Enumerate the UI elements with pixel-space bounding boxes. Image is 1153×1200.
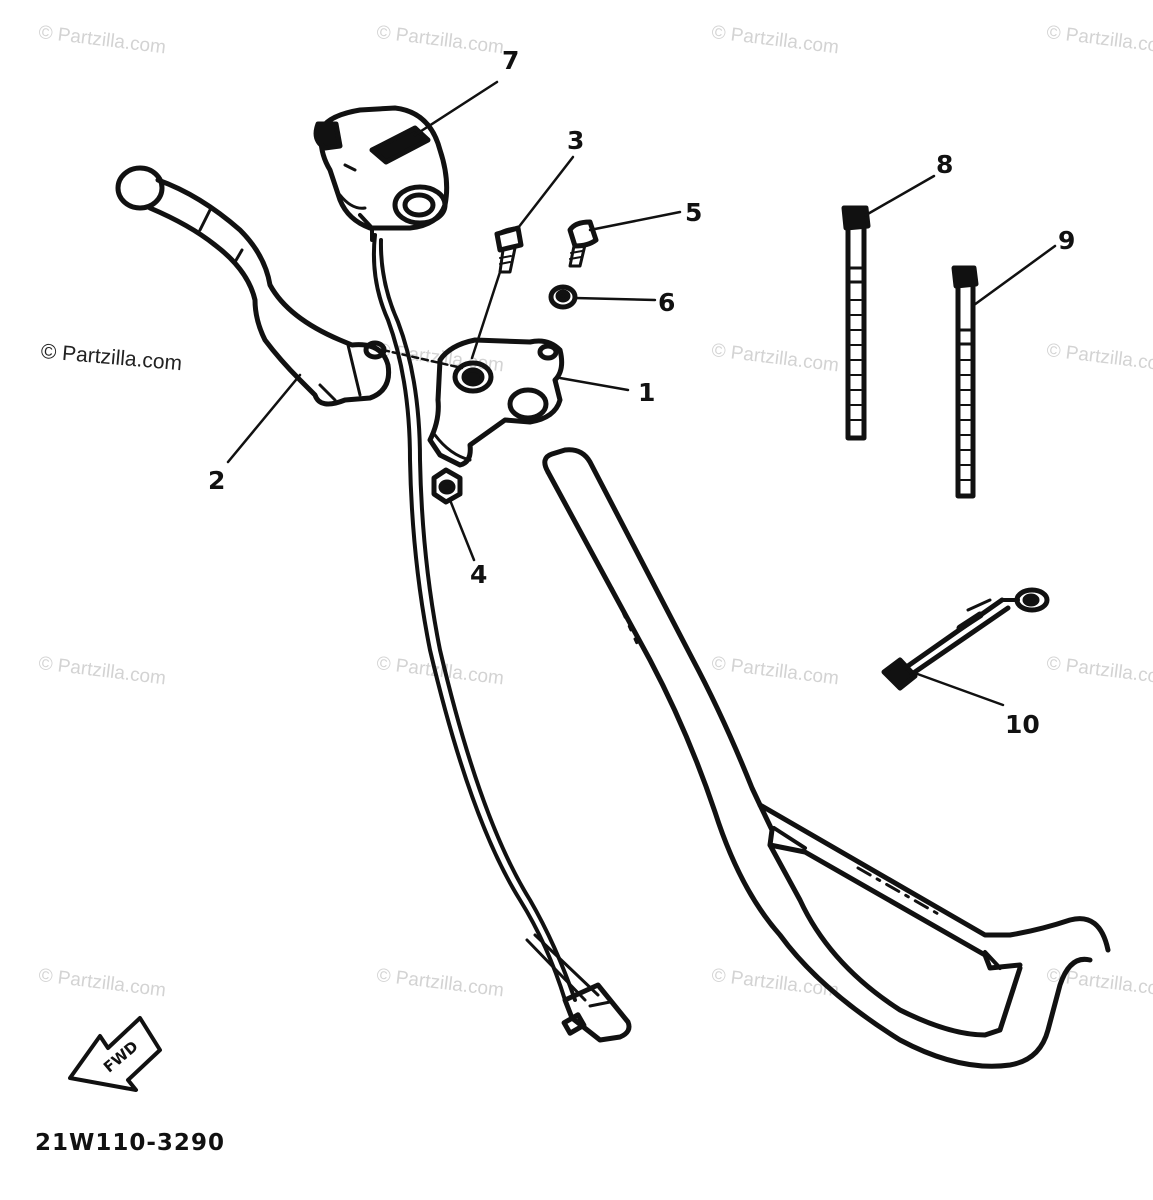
lever-holder <box>427 337 565 468</box>
bolt-5 <box>567 219 599 268</box>
washer-6 <box>548 284 578 310</box>
cable <box>371 233 600 1002</box>
callout-6: 6 <box>658 288 676 317</box>
cable-tie-9 <box>951 265 979 499</box>
callout-3: 3 <box>567 126 585 155</box>
diagram-code: 21W110-3290 <box>35 1130 225 1156</box>
leader-lines <box>226 80 1057 707</box>
clutch-lever <box>115 165 392 407</box>
callout-8: 8 <box>936 150 954 179</box>
callout-5: 5 <box>685 198 703 227</box>
callout-2: 2 <box>208 466 226 495</box>
nut-4 <box>431 467 463 505</box>
callout-9: 9 <box>1058 226 1076 255</box>
callout-4: 4 <box>470 560 488 589</box>
callout-1: 1 <box>638 378 656 407</box>
handlebar <box>542 447 1111 1069</box>
callout-7: 7 <box>502 46 520 75</box>
cable-connector <box>561 982 632 1043</box>
fwd-arrow: FWD <box>68 1016 162 1092</box>
cable-tie-8 <box>841 205 871 441</box>
bolt-3 <box>494 225 524 274</box>
callout-10: 10 <box>1005 710 1040 739</box>
lead-wire-10 <box>881 587 1050 691</box>
handlebar-switch <box>313 105 450 242</box>
